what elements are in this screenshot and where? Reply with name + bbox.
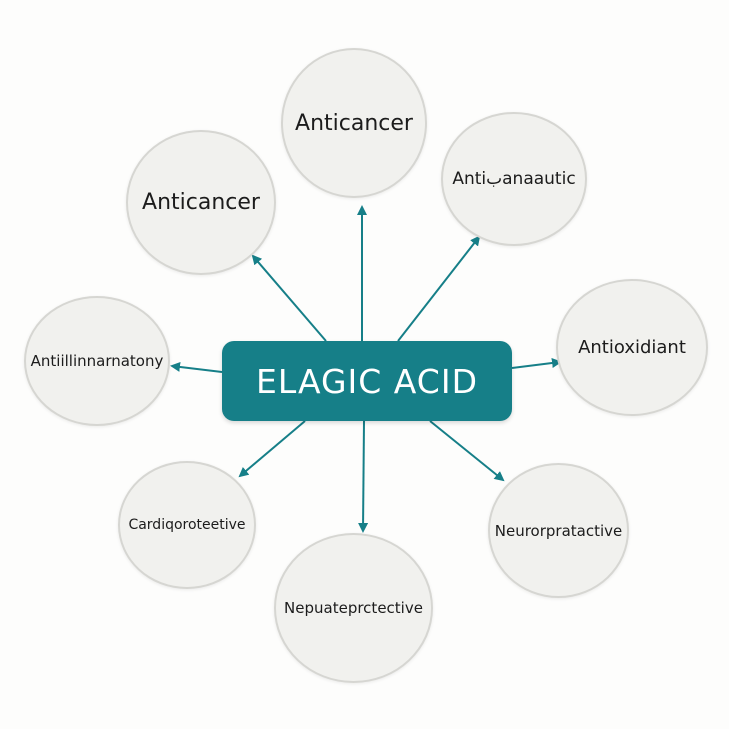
arrow-to-lower-right [429, 420, 505, 482]
node-lower-left: Cardiqoroteetive [118, 461, 256, 589]
arrow-to-upper-right [397, 235, 481, 342]
node-lower-left-label: Cardiqoroteetive [128, 517, 246, 533]
node-left: Antiillinnarnatony [24, 296, 170, 426]
center-node: ELAGIC ACID [222, 341, 512, 421]
node-bottom-label: Nepuateprctective [284, 599, 423, 617]
node-right: Antioxidiant [556, 279, 708, 416]
node-lower-right: Neurorpratactive [488, 463, 629, 598]
node-lower-right-label: Neurorpratactive [494, 521, 623, 540]
node-bottom: Nepuateprctective [274, 533, 433, 683]
node-right-label: Antioxidiant [578, 337, 686, 358]
arrow-to-right [511, 358, 562, 369]
node-top: Anticancer [281, 48, 427, 198]
arrow-to-bottom [358, 420, 369, 533]
node-top-label: Anticancer [295, 110, 413, 136]
arrow-to-left [170, 361, 223, 373]
node-left-label: Antiillinnarnatony [30, 352, 164, 370]
center-node-label: ELAGIC ACID [255, 361, 478, 401]
node-upper-right: Antiبanaautic [441, 112, 587, 246]
node-upper-right-label: Antiبanaautic [452, 169, 576, 189]
node-upper-left-label: Anticancer [142, 190, 260, 215]
arrow-to-lower-left [238, 420, 306, 478]
arrow-to-upper-left [251, 254, 327, 342]
node-upper-left: Anticancer [126, 130, 276, 275]
